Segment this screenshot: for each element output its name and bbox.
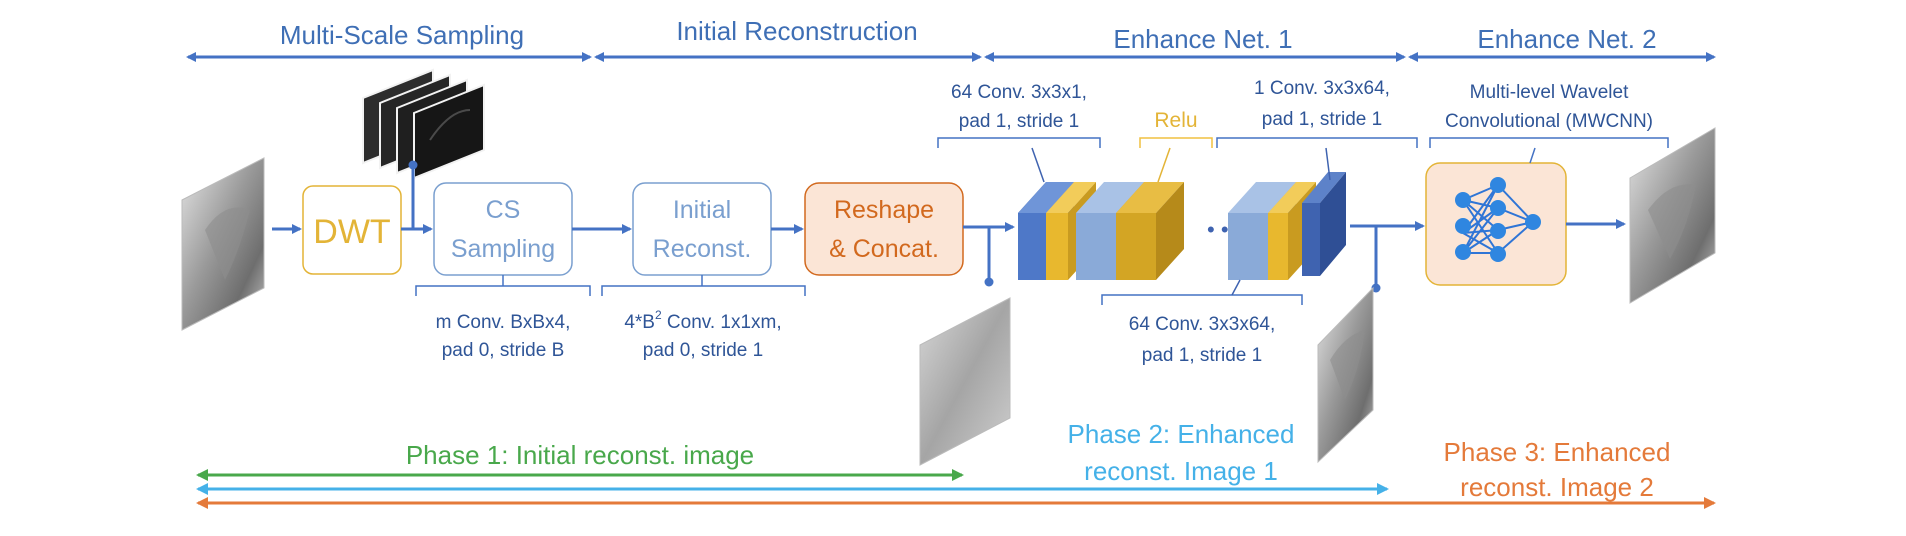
wavelet-subband-stack: [362, 68, 485, 180]
initial-reconst-line1: Initial: [673, 196, 731, 224]
initial-reconst-image: [919, 297, 1011, 466]
init-conv-b: Conv. 1x1xm,: [662, 312, 782, 333]
output-image: [1629, 127, 1716, 304]
input-image: [181, 157, 265, 331]
reshape-concat-block: [804, 182, 964, 276]
reshape-line1: Reshape: [834, 196, 934, 224]
cs-sampling-line2: Sampling: [451, 235, 555, 263]
conv1-annotation-2: pad 1, stride 1: [1262, 109, 1382, 130]
conv1-annotation-1: 1 Conv. 3x3x64,: [1254, 78, 1390, 99]
section-enhance-net-2: Enhance Net. 2: [1477, 24, 1656, 54]
neural-network-icon: [1455, 177, 1541, 262]
enhanced-image-1: [1317, 286, 1374, 464]
mwcnn-annotation-2: Convolutional (MWCNN): [1445, 111, 1653, 132]
section-initial-reconstruction: Initial Reconstruction: [676, 16, 917, 46]
initial-reconst-line2: Reconst.: [653, 235, 752, 263]
init-conv-sup: 2: [655, 308, 662, 322]
phase2-label-2: reconst. Image 1: [1084, 456, 1278, 486]
init-conv-annotation-1: 4*B2 Conv. 1x1xm,: [624, 308, 781, 333]
phase-arrows: [196, 469, 1716, 509]
phase3-label-2: reconst. Image 2: [1460, 472, 1654, 502]
section-multi-scale-sampling: Multi-Scale Sampling: [280, 20, 524, 50]
conv64-annotation-1: 64 Conv. 3x3x1,: [951, 82, 1087, 103]
mwcnn-annotation-1: Multi-level Wavelet: [1470, 82, 1629, 103]
conv64b-annotation-2: pad 1, stride 1: [1142, 345, 1262, 366]
section-enhance-net-1: Enhance Net. 1: [1113, 24, 1292, 54]
cs-conv-annotation-1: m Conv. BxBx4,: [436, 312, 571, 333]
enhance-net-1-layers: • • •: [1018, 172, 1346, 280]
cs-sampling-line1: CS: [486, 196, 521, 224]
section-headers: Multi-Scale Sampling Initial Reconstruct…: [186, 16, 1716, 62]
phase2-label-1: Phase 2: Enhanced: [1068, 419, 1295, 449]
phase1-label: Phase 1: Initial reconst. image: [406, 440, 754, 470]
relu-annotation: Relu: [1154, 109, 1197, 132]
reshape-line2: & Concat.: [829, 235, 939, 263]
init-conv-a: 4*B: [624, 312, 655, 333]
phase3-label-1: Phase 3: Enhanced: [1444, 437, 1671, 467]
cs-conv-annotation-2: pad 0, stride B: [442, 340, 565, 361]
dwt-label: DWT: [313, 213, 390, 251]
conv64-annotation-2: pad 1, stride 1: [959, 111, 1079, 132]
init-conv-annotation-2: pad 0, stride 1: [643, 340, 763, 361]
conv64b-annotation-1: 64 Conv. 3x3x64,: [1129, 314, 1275, 335]
